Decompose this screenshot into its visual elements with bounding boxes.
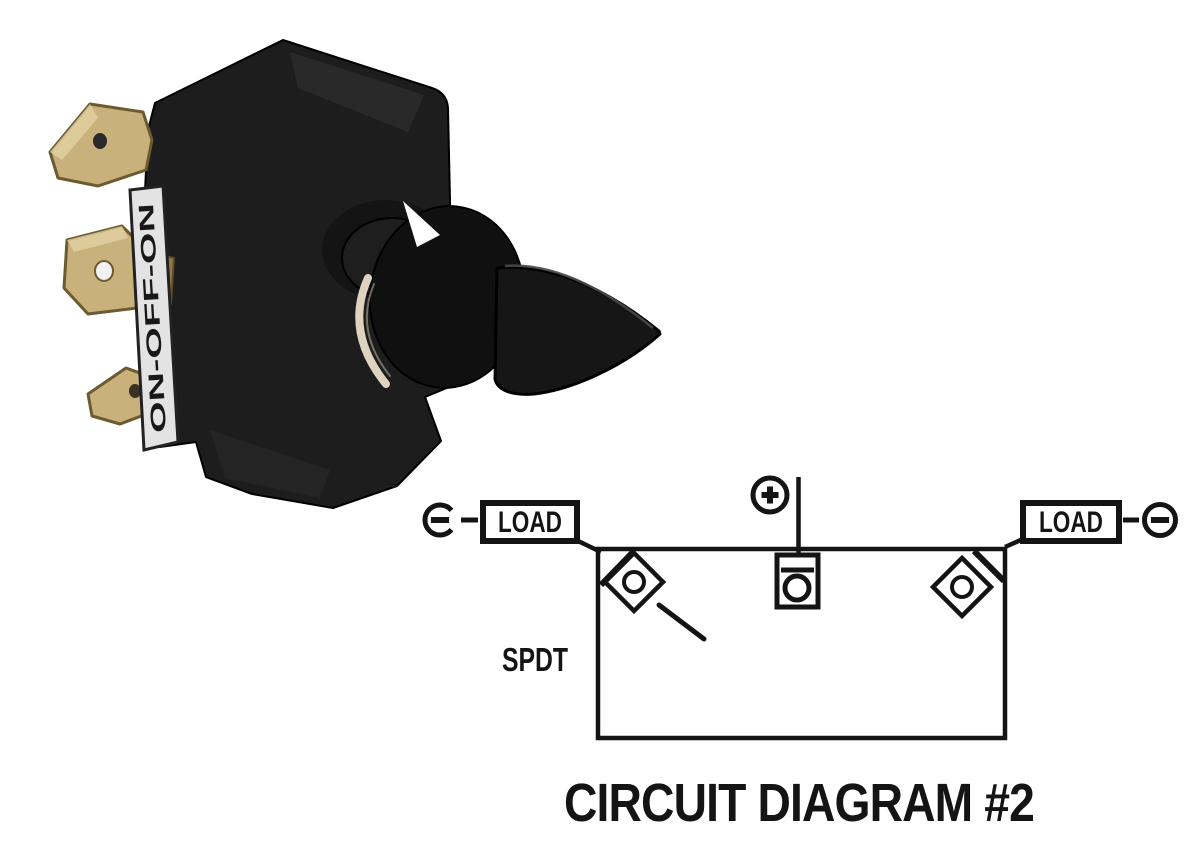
- load-box-right: LOAD: [1020, 500, 1122, 544]
- terminal-middle-hole: [94, 260, 114, 282]
- load-box-left: LOAD: [480, 500, 580, 544]
- model-label: ON-OFF-ON: [128, 184, 180, 452]
- switch-body-sheen-lower: [210, 430, 330, 498]
- terminal-right-flag: [971, 548, 1007, 584]
- toggle-switch-photo: ON-OFF-ON: [48, 39, 662, 509]
- lever-pivot: [432, 229, 512, 295]
- bezel-highlight: [355, 274, 390, 388]
- circuit-diagram: LOAD: [422, 475, 1178, 833]
- lever-edge-highlight: [504, 264, 654, 329]
- plus-terminal: [750, 475, 790, 515]
- bezel-notch: [403, 201, 440, 247]
- diagram-terminal-left: [598, 548, 707, 642]
- switch-body-sheen: [290, 52, 424, 132]
- terminal-top-hole: [93, 133, 107, 149]
- model-label-strip: [128, 184, 180, 452]
- load-label-right: LOAD: [1039, 506, 1103, 539]
- switch-outline: [595, 546, 1008, 741]
- minus-circle-right: [1142, 502, 1178, 538]
- switch-type-label: SPDT: [502, 641, 568, 678]
- bezel-highlight-inner: [365, 283, 391, 377]
- lever-line: [656, 602, 707, 642]
- diagram-terminal-center: [774, 477, 821, 610]
- diagram-caption: CIRCUIT DIAGRAM #2: [564, 773, 1034, 833]
- minus-terminal-left: [422, 502, 478, 538]
- terminal-bottom-hole: [129, 384, 141, 398]
- toggle-lever: [493, 265, 662, 396]
- terminal-top: [48, 102, 154, 188]
- minus-circle-left: [422, 502, 454, 538]
- load-label-left: LOAD: [498, 506, 562, 539]
- plus-circle: [750, 475, 790, 515]
- diagram-terminal-right: [929, 548, 1007, 620]
- minus-terminal-right: [1123, 502, 1178, 538]
